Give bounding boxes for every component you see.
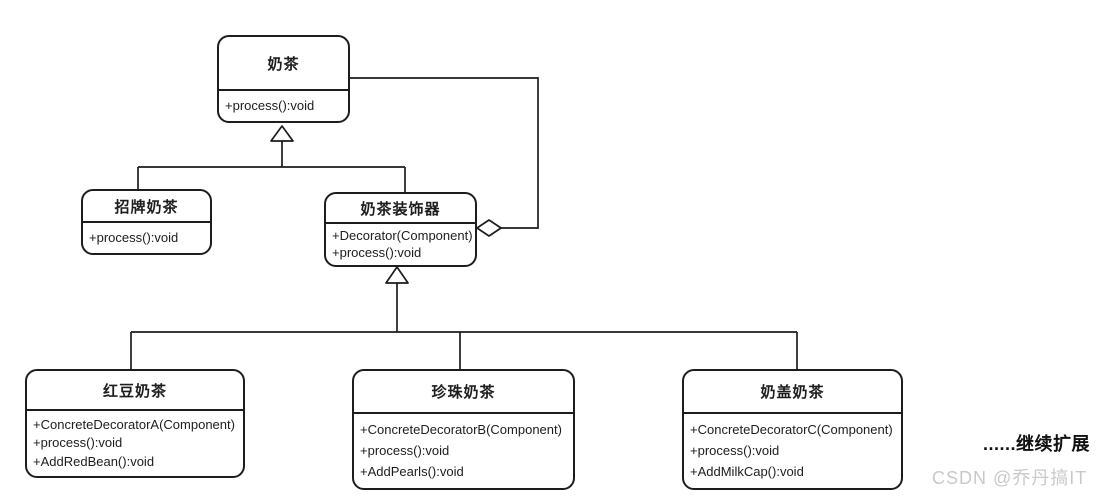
generalization-connector-bottom [130,266,798,369]
generalization-arrowhead-icon [270,125,294,142]
class-title: 奶茶 [219,37,348,91]
class-title: 奶盖奶茶 [684,371,901,414]
class-attribute: +ConcreteDecoratorB(Component) [360,421,562,437]
class-attribute: +process():void [225,97,315,113]
class-box-pearl-milk-tea: 珍珠奶茶 +ConcreteDecoratorB(Component) +pro… [352,369,575,490]
class-box-signature-milk-tea: 招牌奶茶 +process():void [81,189,212,255]
class-attributes: +Decorator(Component) +process():void [326,224,475,265]
aggregation-diamond-icon [476,219,502,237]
class-title: 珍珠奶茶 [354,371,573,414]
class-attributes: +ConcreteDecoratorC(Component) +process(… [684,414,901,488]
generalization-arrowhead-icon [385,266,409,284]
class-attribute: +AddRedBean():void [33,454,155,470]
csdn-watermark: CSDN @乔丹搞IT [932,468,1088,488]
class-title: 红豆奶茶 [27,371,243,411]
class-title: 奶茶装饰器 [326,194,475,224]
class-attribute: +ConcreteDecoratorA(Component) [33,416,235,432]
class-attributes: +process():void [83,223,210,253]
class-attribute: +AddPearls():void [360,463,464,479]
class-attributes: +process():void [219,91,348,121]
class-box-milk-cap-milk-tea: 奶盖奶茶 +ConcreteDecoratorC(Component) +pro… [682,369,903,490]
class-box-red-bean-milk-tea: 红豆奶茶 +ConcreteDecoratorA(Component) +pro… [25,369,245,478]
class-box-milk-tea: 奶茶 +process():void [217,35,350,123]
class-attribute: +process():void [33,435,123,451]
expansion-note: ......继续扩展 [983,434,1091,454]
class-attribute: +AddMilkCap():void [690,463,804,479]
class-attribute: +process():void [360,442,450,458]
class-attribute: +process():void [690,442,780,458]
generalization-connector-top [137,125,406,192]
class-attributes: +ConcreteDecoratorA(Component) +process(… [27,411,243,476]
class-attribute: +ConcreteDecoratorC(Component) [690,421,893,437]
class-attribute: +process():void [332,244,422,260]
class-attribute: +process():void [89,229,179,245]
class-attribute: +Decorator(Component) [332,227,473,243]
class-title: 招牌奶茶 [83,191,210,223]
class-attributes: +ConcreteDecoratorB(Component) +process(… [354,414,573,488]
class-box-milk-tea-decorator: 奶茶装饰器 +Decorator(Component) +process():v… [324,192,477,267]
